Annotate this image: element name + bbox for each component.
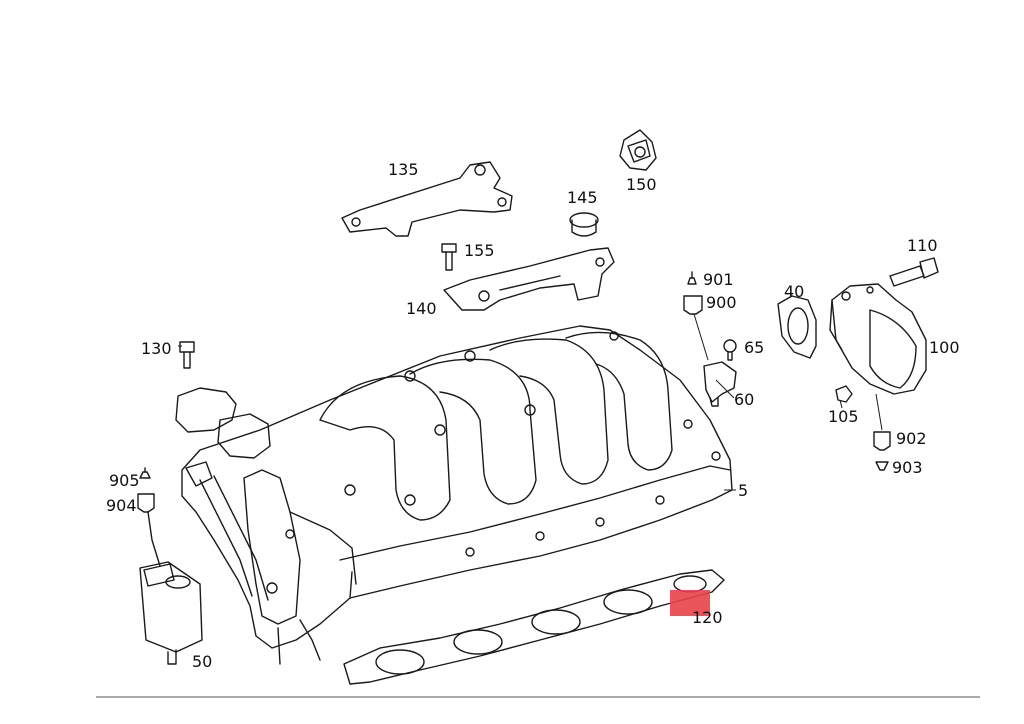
callout-140: 140 bbox=[406, 299, 437, 318]
callout-60: 60 bbox=[734, 390, 754, 409]
part-140-bracket bbox=[443, 247, 615, 311]
callout-155: 155 bbox=[464, 241, 495, 260]
callout-105: 105 bbox=[828, 407, 859, 426]
callout-50: 50 bbox=[192, 652, 212, 671]
part-903-connector bbox=[875, 461, 889, 471]
callout-40: 40 bbox=[784, 282, 804, 301]
part-50-valve bbox=[139, 511, 203, 665]
leader-lines bbox=[178, 313, 883, 491]
part-905-connector bbox=[139, 467, 151, 479]
part-145-cap bbox=[569, 212, 599, 237]
part-100-throttle-body bbox=[829, 283, 927, 395]
part-105-clip bbox=[835, 385, 853, 403]
part-40-gasket bbox=[777, 295, 817, 359]
callout-905: 905 bbox=[109, 471, 140, 490]
part-155-bolt bbox=[441, 243, 457, 271]
callout-5: 5 bbox=[738, 481, 748, 500]
part-110-bolt bbox=[889, 257, 939, 287]
highlight-marker bbox=[670, 590, 710, 616]
part-60-sensor bbox=[703, 361, 737, 407]
callout-65: 65 bbox=[744, 338, 764, 357]
callout-903: 903 bbox=[892, 458, 923, 477]
callout-900: 900 bbox=[706, 293, 737, 312]
callout-110: 110 bbox=[907, 236, 938, 255]
callout-145: 145 bbox=[567, 188, 598, 207]
callout-902: 902 bbox=[896, 429, 927, 448]
callout-904: 904 bbox=[106, 496, 137, 515]
part-130-bolt bbox=[179, 341, 195, 369]
callout-150: 150 bbox=[626, 175, 657, 194]
part-900-connector bbox=[683, 295, 703, 315]
part-135-bracket bbox=[341, 161, 513, 237]
callout-135: 135 bbox=[388, 160, 419, 179]
part-904-connector bbox=[137, 493, 155, 513]
part-901-connector bbox=[687, 271, 697, 285]
callout-120: 120 bbox=[692, 608, 723, 627]
part-5-intake-manifold bbox=[175, 325, 733, 665]
part-65-screw bbox=[723, 339, 737, 361]
part-902-connector bbox=[873, 431, 891, 451]
callout-130: 130 bbox=[141, 339, 172, 358]
part-150-clip bbox=[619, 129, 657, 171]
callout-100: 100 bbox=[929, 338, 960, 357]
callout-901: 901 bbox=[703, 270, 734, 289]
part-120-gasket bbox=[343, 569, 725, 685]
